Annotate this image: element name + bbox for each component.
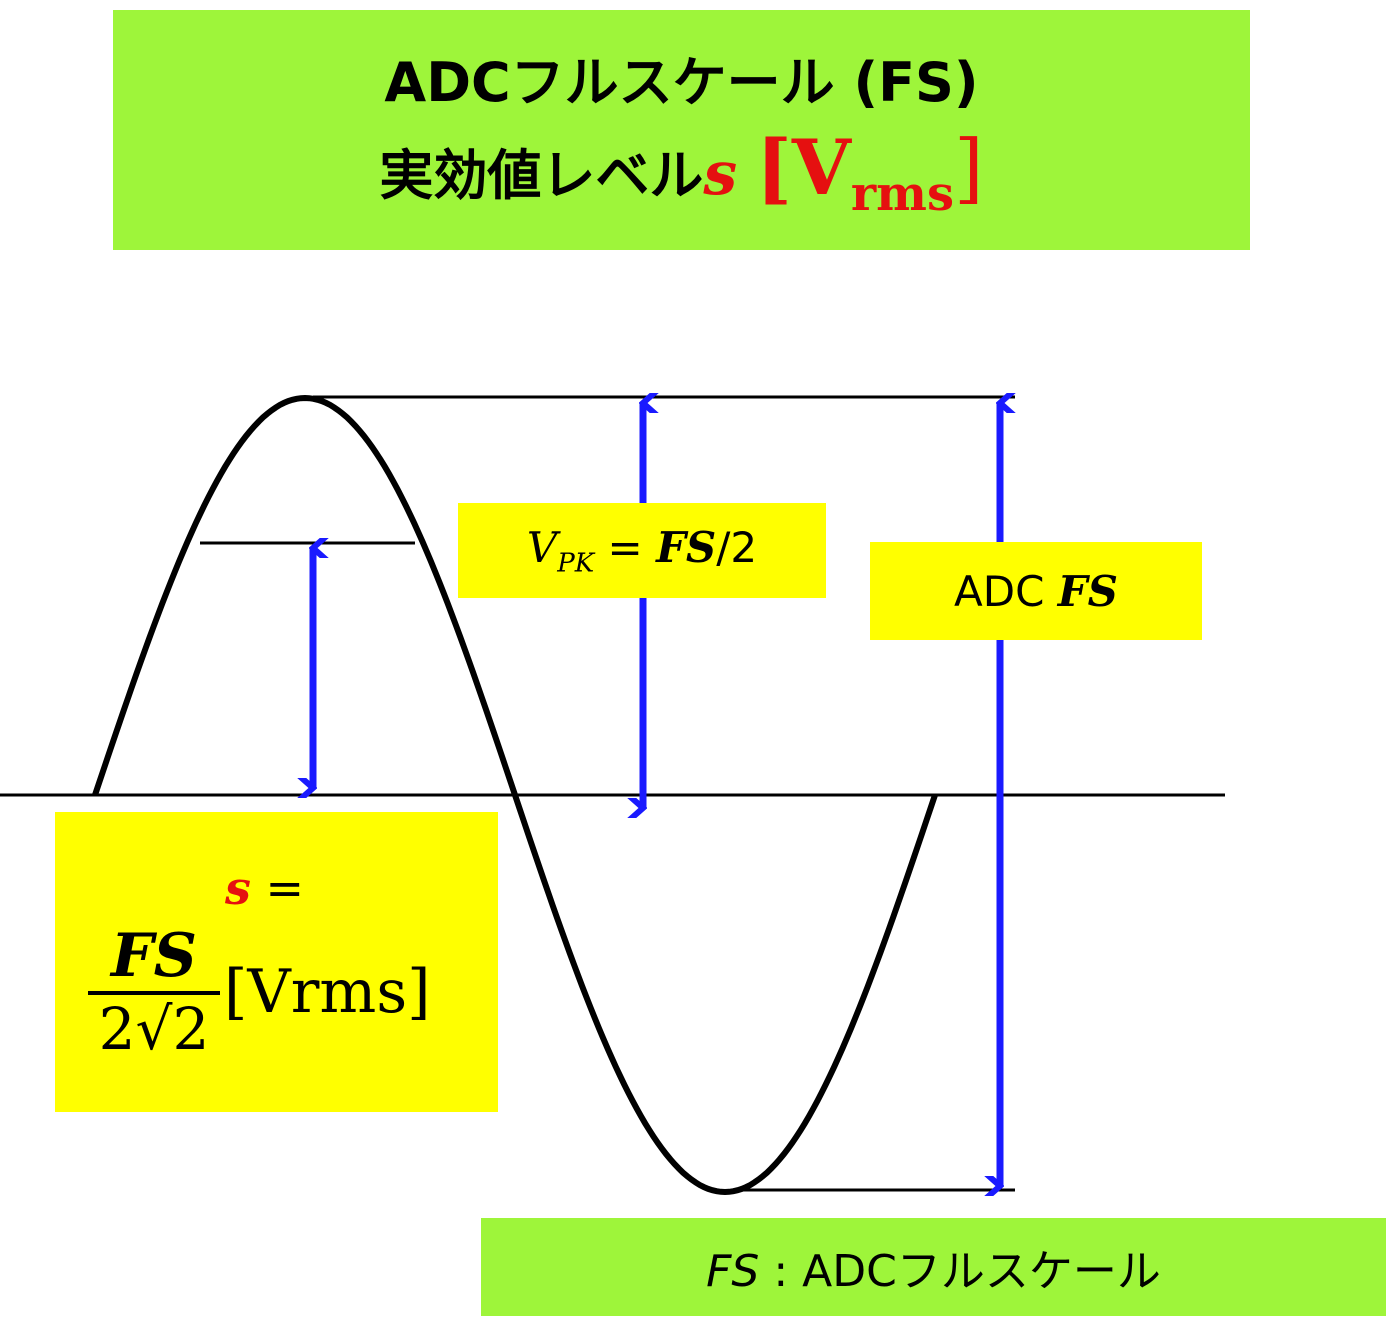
title-line1: ADCフルスケール (FS)	[384, 50, 979, 114]
rms-formula: s = FS 2√2 [Vrms]	[55, 812, 498, 1112]
adc-fs-label: ADC FS	[870, 542, 1202, 640]
vpk-label: VPK = FS/2	[458, 503, 826, 598]
title-line2: 実効値レベルs [Vrms]	[379, 122, 984, 223]
legend-banner: FS : ADCフルスケール	[481, 1218, 1386, 1316]
title-banner: ADCフルスケール (FS) 実効値レベルs [Vrms]	[113, 10, 1250, 250]
sine-wave	[92, 394, 938, 1196]
